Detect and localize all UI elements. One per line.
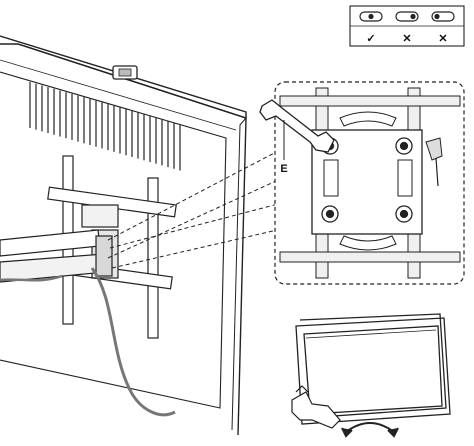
camera-icon <box>112 65 138 80</box>
rotate-arrows-icon <box>341 422 399 438</box>
detail-panel <box>274 81 465 285</box>
swing-arm <box>0 229 113 283</box>
cable-left <box>0 274 63 282</box>
slot-centered <box>359 11 383 22</box>
check-mark-icon: ✓ <box>366 33 375 45</box>
tv-rear-panel <box>0 35 247 436</box>
hand-icon <box>291 385 341 429</box>
cross-mark-icon: ✕ <box>402 33 411 45</box>
tv-icon <box>295 313 451 425</box>
cable <box>90 267 176 417</box>
wrench-icon <box>259 99 335 153</box>
slot-end <box>431 11 455 22</box>
slot-offset <box>395 11 419 22</box>
callout-label: E <box>280 163 287 175</box>
slot-legend: ✓ ✕ ✕ <box>349 5 465 47</box>
vent-grille <box>29 82 181 171</box>
cross-mark-icon: ✕ <box>438 33 447 45</box>
